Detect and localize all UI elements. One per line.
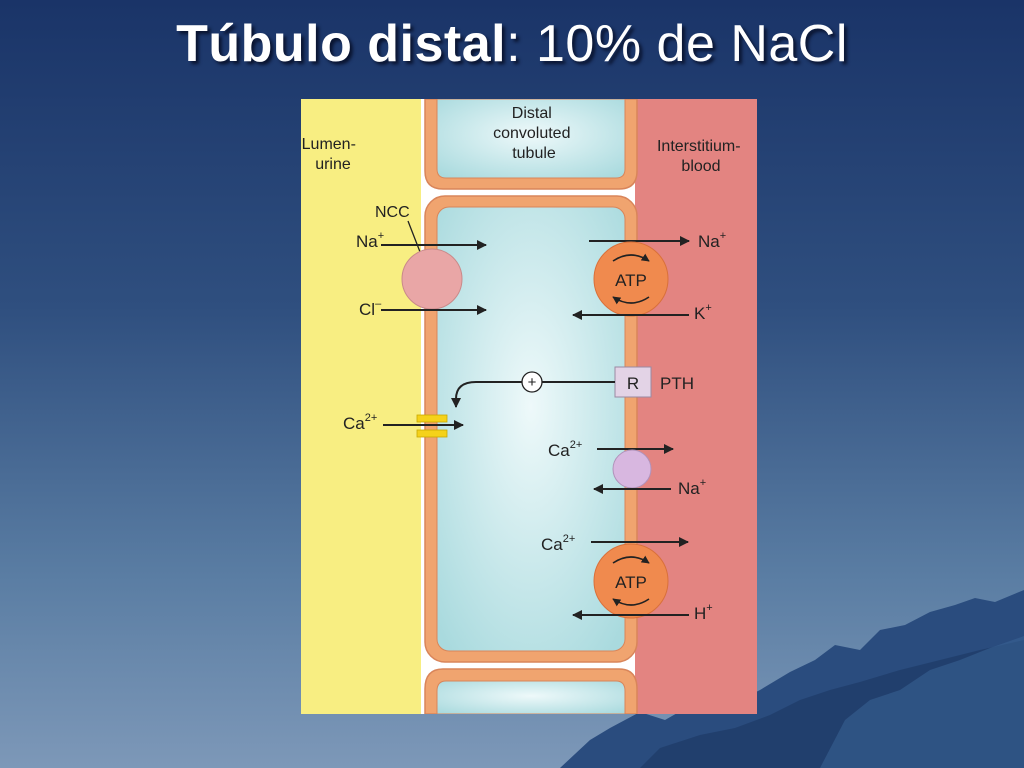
atp2-label: ATP [615,573,647,592]
interstitium-label-line2: blood [681,158,720,175]
cl-left-label: Cl– [359,298,382,319]
lumen-label: Lumen- urine [302,136,361,173]
pth-label: PTH [660,374,694,393]
plus-symbol: + [528,374,537,391]
ca-exchanger-label: Ca2+ [548,439,582,460]
ca-left-label: Ca2+ [343,412,377,433]
tubule-label-line2: convoluted [493,125,570,142]
lumen-label-line1: Lumen- [302,136,356,153]
na-right-label: Na+ [698,230,726,251]
ncc-pointer-line [407,220,423,258]
ncc-transporter [401,248,463,310]
interstitium-label: Interstitium- blood [657,138,745,175]
atpase-arrow-top-icon [612,253,650,262]
interstitium-label-line1: Interstitium- [657,138,741,155]
atpase2-arrow-top-icon [612,555,650,564]
ca-pump-label: Ca2+ [541,533,575,554]
receptor-label: R [627,374,639,393]
tubule-label-line3: tubule [512,145,556,162]
ca-channel-top [416,414,448,423]
ca-channel-bottom [416,429,448,438]
na-left-label: Na+ [356,230,384,251]
atpase-arrow-bottom-icon [612,296,650,305]
tubule-label-line1: Distal [512,105,552,122]
ncc-label: NCC [375,204,410,221]
atp1-label: ATP [615,271,647,290]
tubule-diagram: Lumen- urine Distal convoluted tubule In… [301,99,757,714]
h-right-label: H+ [694,602,713,623]
slide-title: Túbulo distal: 10% de NaCl [0,14,1024,74]
atpase2-arrow-bottom-icon [612,598,650,607]
ca-na-exchanger [612,449,652,489]
interstitium-region [635,99,757,714]
title-rest-part: : 10% de NaCl [506,15,848,73]
tubule-label: Distal convoluted tubule [493,105,575,162]
title-bold-part: Túbulo distal [176,15,507,73]
lumen-region [301,99,437,714]
pth-signal-arrow [451,381,615,408]
stimulation-plus-icon [521,371,543,393]
lumen-label-line2: urine [315,156,351,173]
k-right-label: K+ [694,302,712,323]
na-exchanger-label: Na+ [678,477,706,498]
